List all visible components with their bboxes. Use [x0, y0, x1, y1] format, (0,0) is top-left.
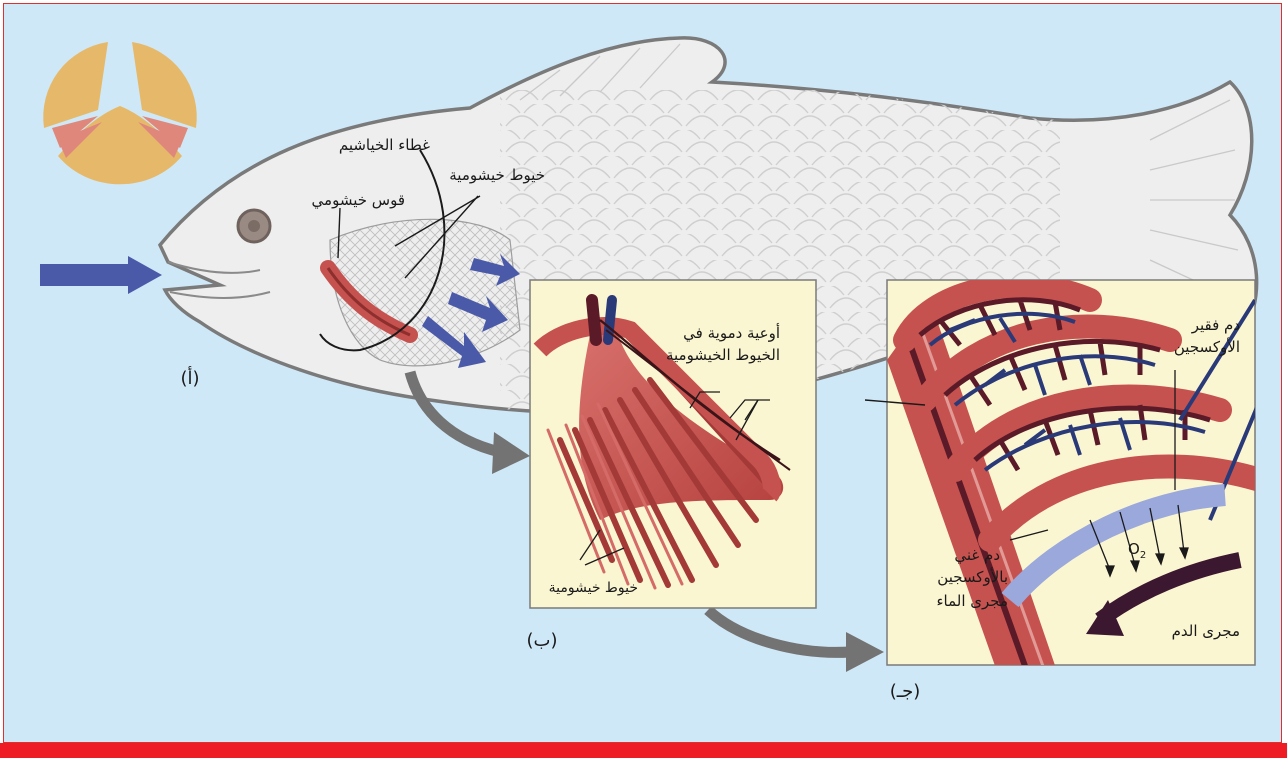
label-water-flow: مجرى الماء — [936, 592, 1008, 610]
label-gill-filaments-top: خيوط خيشومية — [449, 166, 545, 184]
caption-panel-b: (ب) — [526, 630, 557, 651]
label-oxy-blood-line1: دم غني — [954, 546, 1000, 565]
label-gill-cover: غطاء الخياشيم — [339, 136, 430, 154]
label-oxygen-sub: 2 — [1140, 550, 1146, 561]
label-oxygen-o: O — [1128, 540, 1140, 558]
label-gill-filaments-panel: خيوط خيشومية — [549, 580, 638, 596]
label-deoxy-blood-line1: دم فقير — [1191, 316, 1240, 334]
zoom-arrow-b-to-c — [708, 610, 884, 672]
label-blood-vessels-line2: الخيوط الخيشومية — [666, 346, 780, 364]
panel-b-gill-filaments: أوعية دموية في الخيوط الخيشومية خيوط خيش… — [530, 280, 816, 608]
water-inflow-arrow — [40, 256, 162, 294]
label-blood-flow: مجرى الدم — [1172, 622, 1240, 640]
panel-c-lamellae: دم فقير الأوكسجين دم غني بالأوكسجين مجرى… — [865, 280, 1260, 680]
caption-panel-c: (جـ) — [890, 681, 920, 702]
logo-emblem — [43, 42, 197, 184]
label-blood-vessels-line1: أوعية دموية في — [683, 323, 780, 343]
label-gill-arch: قوس خيشومي — [312, 191, 405, 210]
label-deoxy-blood-line2: الأوكسجين — [1174, 337, 1240, 356]
caption-panel-a: (أ) — [180, 366, 199, 389]
label-oxy-blood-line2: بالأوكسجين — [937, 567, 1008, 586]
